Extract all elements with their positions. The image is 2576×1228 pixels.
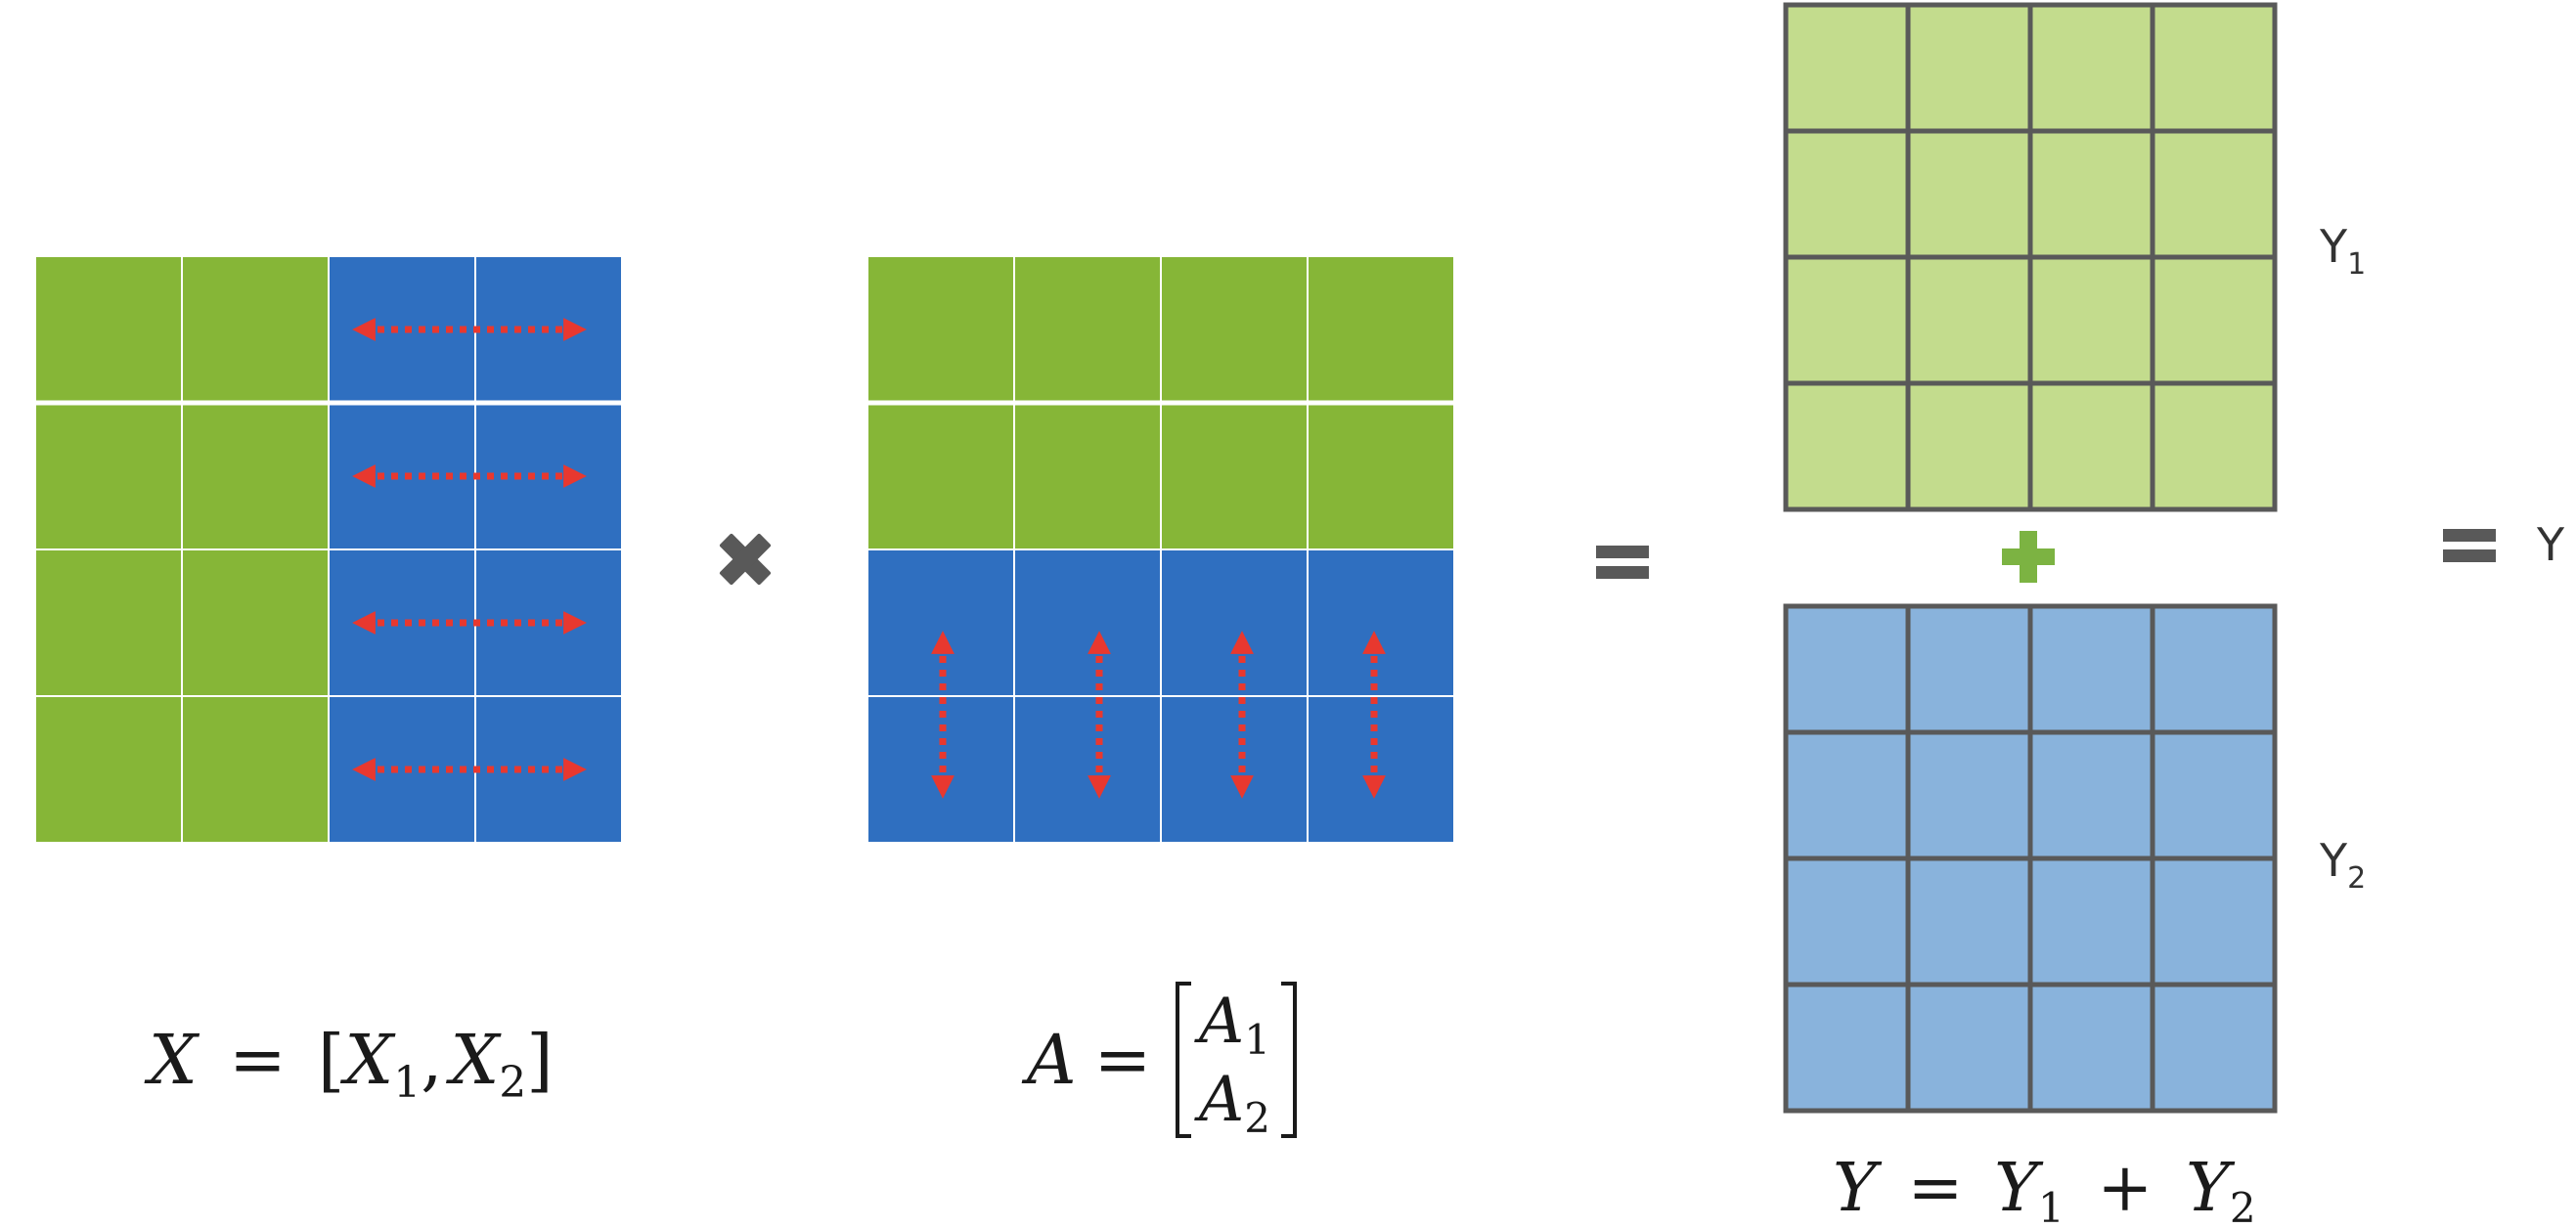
- matrix-y2-cell: [1905, 982, 2033, 1114]
- matrix-y1-cell: [1783, 380, 1911, 512]
- matrix-y1-cell: [1905, 254, 2033, 386]
- y1-label: Y1: [2319, 220, 2366, 282]
- matrix-x-cell: [181, 548, 330, 697]
- matrix-a-cell: [1307, 695, 1455, 844]
- matrix-y2-cell: [1783, 729, 1911, 861]
- matrix-a-cell: [1307, 548, 1455, 697]
- matrix-x-cell: [328, 548, 476, 697]
- matrix-y1-cell: [2027, 128, 2155, 260]
- matrix-a-cell: [1013, 695, 1162, 844]
- matrix-a-cell: [1160, 402, 1309, 550]
- matrix-a-cell: [866, 402, 1015, 550]
- matrix-x-cell: [328, 695, 476, 844]
- matrix-y2-cell: [2027, 982, 2155, 1114]
- matrix-y1-cell: [1783, 254, 1911, 386]
- matrix-a-cell: [1013, 402, 1162, 550]
- matrix-y1-cell: [1905, 380, 2033, 512]
- formula-a: A= A1 A2: [1021, 982, 1297, 1142]
- plus-icon: [2002, 531, 2055, 583]
- matrix-a: [866, 255, 1455, 844]
- matrix-y1-cell: [2150, 254, 2278, 386]
- formula-y: Y = Y1 + Y2: [1833, 1150, 2256, 1228]
- matrix-x-cell: [328, 402, 476, 550]
- matrix-x-cell: [34, 548, 183, 697]
- matrix-a-cell: [1307, 255, 1455, 404]
- matrix-y1-cell: [2027, 380, 2155, 512]
- formula-x: X = [X1,X2]: [144, 1020, 554, 1108]
- result-label: Y: [2536, 518, 2565, 571]
- matrix-y2-cell: [1905, 729, 2033, 861]
- matrix-a-cell: [866, 255, 1015, 404]
- matrix-a-cell: [1160, 695, 1309, 844]
- matrix-x-cell: [181, 695, 330, 844]
- matrix-a-cell: [1013, 255, 1162, 404]
- y2-label: Y2: [2319, 834, 2366, 896]
- matrix-y1-cell: [2150, 380, 2278, 512]
- matrix-y1-cell: [2027, 254, 2155, 386]
- matrix-x-cell: [34, 695, 183, 844]
- matrix-y2-cell: [2150, 982, 2278, 1114]
- matrix-y2-cell: [1905, 603, 2033, 735]
- matrix-a-cell: [1307, 402, 1455, 550]
- matrix-y2-cell: [2027, 729, 2155, 861]
- matrix-y2-cell: [1783, 855, 1911, 987]
- matrix-y2-cell: [1783, 982, 1911, 1114]
- matrix-x-cell: [34, 255, 183, 404]
- matrix-y1-cell: [1905, 2, 2033, 134]
- matrix-y1-cell: [1783, 128, 1911, 260]
- matrix-y2-cell: [1783, 603, 1911, 735]
- svg-text:A=: A=: [1021, 1020, 1151, 1100]
- equals-icon: [1596, 546, 1649, 579]
- svg-text:A1: A1: [1194, 986, 1270, 1064]
- matrix-y1-cell: [1905, 128, 2033, 260]
- matrix-y1-cell: [2027, 2, 2155, 134]
- matrix-y2-cell: [1905, 855, 2033, 987]
- matrix-y2-cell: [2150, 729, 2278, 861]
- final-equals-icon: [2443, 529, 2496, 562]
- matrix-y1-cell: [1783, 2, 1911, 134]
- matrix-y2-cell: [2027, 855, 2155, 987]
- matrix-x: [34, 255, 623, 844]
- matrix-y2: [1783, 603, 2278, 1114]
- matrix-a-cell: [1160, 548, 1309, 697]
- matrix-a-cell: [1160, 255, 1309, 404]
- matrix-y2-cell: [2150, 603, 2278, 735]
- matrix-y1-cell: [2150, 2, 2278, 134]
- times-icon: [719, 533, 772, 586]
- matrix-y1: [1783, 2, 2278, 512]
- matrix-y1-cell: [2150, 128, 2278, 260]
- svg-text:A2: A2: [1194, 1064, 1270, 1142]
- matrix-a-cell: [1013, 548, 1162, 697]
- matrix-x-cell: [181, 402, 330, 550]
- matrix-y2-cell: [2027, 603, 2155, 735]
- matrix-x-cell: [34, 402, 183, 550]
- matrix-x-cell: [328, 255, 476, 404]
- matrix-y2-cell: [2150, 855, 2278, 987]
- matrix-x-cell: [181, 255, 330, 404]
